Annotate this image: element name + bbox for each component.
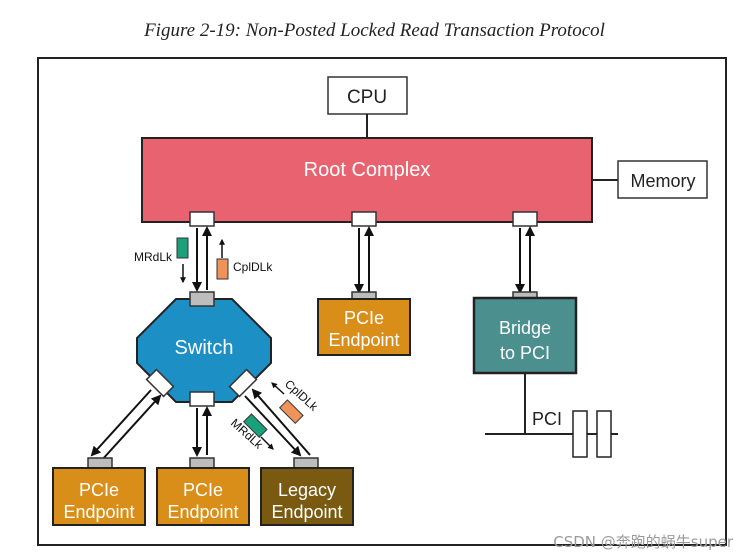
pcie-endpoint-bottom: PCIe Endpoint (156, 467, 250, 526)
bridge-line1: Bridge (499, 318, 551, 338)
switch-port-upstream (189, 291, 215, 307)
pcie-endpoint-mid: PCIe Endpoint (317, 298, 411, 356)
link-rc-bridge (515, 226, 535, 294)
endpoint-left-line2: Endpoint (63, 502, 134, 522)
mrdlk-packet-upstream: MRdLk (134, 237, 189, 284)
switch-label: Switch (175, 337, 234, 359)
cpldlk-packet-upstream: CplDLk (216, 238, 273, 280)
memory-label: Memory (630, 171, 695, 191)
legacy-line2: Endpoint (271, 502, 342, 522)
bridge-line2: to PCI (500, 343, 550, 363)
cpldlk-packet-downstream: CplDLk (271, 377, 321, 425)
legacy-line1: Legacy (278, 480, 336, 500)
link-switch-endpoint-left (90, 389, 162, 462)
switch-port-left (145, 368, 175, 398)
link-rc-switch (192, 226, 212, 292)
pci-bus (485, 373, 618, 458)
diagram-frame (37, 57, 727, 546)
endpoint-bottom-line2: Endpoint (167, 502, 238, 522)
root-complex-label: Root Complex (304, 159, 431, 181)
pci-bus-label: PCI (532, 409, 562, 429)
watermark: CSDN @奔跑的蜗牛super (553, 533, 733, 551)
endpoint-left-line1: PCIe (79, 480, 119, 500)
bridge-node: Bridge to PCI (472, 296, 578, 375)
switch-port-bottom (189, 391, 215, 407)
link-switch-endpoint-bottom (192, 406, 212, 457)
pcie-endpoint-left: PCIe Endpoint (52, 467, 146, 526)
figure-caption: Figure 2-19: Non-Posted Locked Read Tran… (144, 20, 605, 41)
switch-node: Switch (136, 298, 272, 403)
cpu-node: CPU (327, 76, 408, 115)
cpldlk-label-upstream: CplDLk (233, 260, 273, 274)
endpoint-mid-line1: PCIe (344, 308, 384, 328)
link-rc-endpoint (354, 226, 374, 294)
cpu-label: CPU (347, 87, 387, 108)
endpoint-mid-line2: Endpoint (328, 330, 399, 350)
root-complex-node: Root Complex (141, 137, 593, 223)
endpoint-bottom-line1: PCIe (183, 480, 223, 500)
link-switch-legacy (244, 388, 311, 457)
switch-port-right (228, 368, 258, 398)
rc-port-bridge (512, 211, 538, 227)
legacy-endpoint: Legacy Endpoint (260, 467, 354, 526)
mrdlk-label-upstream: MRdLk (134, 250, 173, 264)
rc-port-endpoint (351, 211, 377, 227)
memory-node: Memory (617, 160, 708, 199)
rc-port-switch (189, 211, 215, 227)
